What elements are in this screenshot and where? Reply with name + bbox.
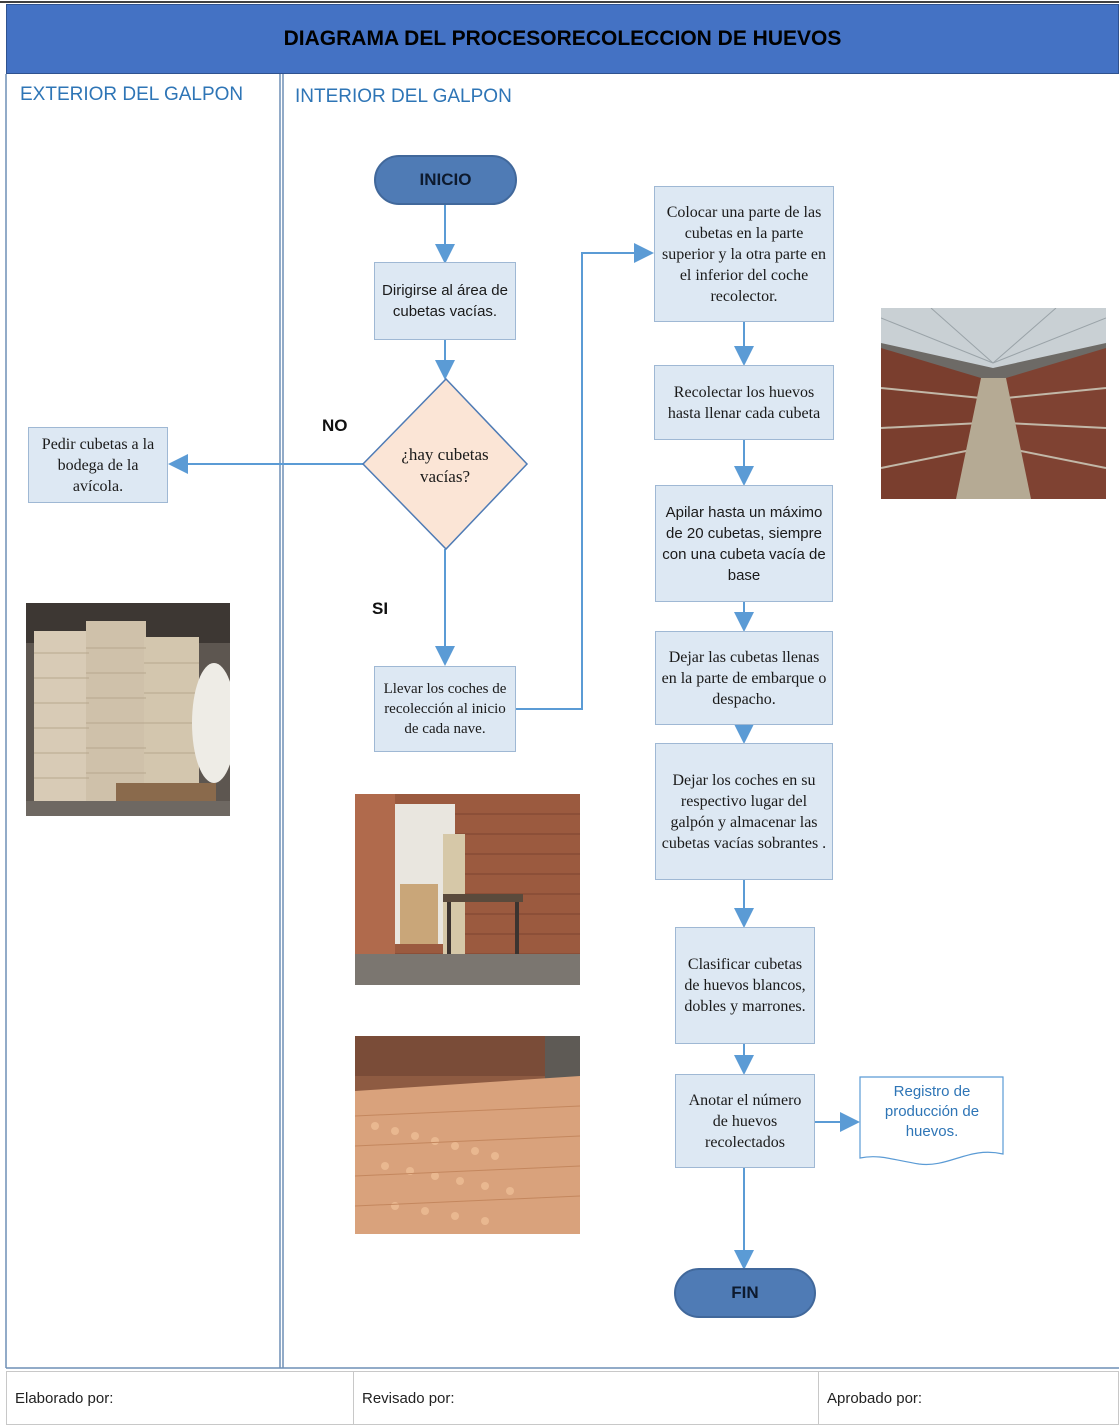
photo-chicken-shed: [881, 308, 1106, 499]
process-leave-full: Dejar las cubetas llenas en la parte de …: [655, 631, 833, 725]
photo-storage-room: [355, 794, 580, 985]
no-label: NO: [322, 416, 348, 435]
document-text: Registro de producción de huevos.: [884, 1083, 980, 1140]
process-classify: Clasificar cubetas de huevos blancos, do…: [675, 927, 815, 1044]
photo-egg-trays: [355, 1036, 580, 1234]
diagram-title: DIAGRAMA DEL PROCESORECOLECCION DE HUEVO…: [283, 27, 842, 50]
footer-revisado: Revisado por:: [353, 1371, 818, 1425]
process-place-trays: Colocar una parte de las cubetas en la p…: [654, 186, 834, 322]
lane-exterior-heading: EXTERIOR DEL GALPON: [20, 84, 244, 105]
process-bring-carts: Llevar los coches de recolección al inic…: [374, 666, 516, 752]
footer-elaborado: Elaborado por:: [6, 1371, 353, 1425]
process-ask-warehouse: Pedir cubetas a la bodega de la avícola.: [28, 427, 168, 503]
process-go-to-area: Dirigirse al área de cubetas vacías.: [374, 262, 516, 340]
process-stack-trays: Apilar hasta un máximo de 20 cubetas, si…: [655, 485, 833, 602]
process-record: Anotar el número de huevos recolectados: [675, 1074, 815, 1168]
decision-text: ¿hay cubetas vacías?: [401, 445, 489, 486]
document-shape: [859, 1076, 1004, 1166]
photo-stacked-trays: [26, 603, 230, 816]
start-terminal: INICIO: [374, 155, 517, 205]
lane-interior-heading: INTERIOR DEL GALPON: [295, 86, 512, 107]
footer-aprobado: Aprobado por:: [818, 1371, 1119, 1425]
process-collect-eggs: Recolectar los huevos hasta llenar cada …: [654, 365, 834, 440]
end-terminal: FIN: [674, 1268, 816, 1318]
decision-diamond: [361, 377, 529, 551]
si-label: SI: [372, 599, 389, 618]
process-store-carts: Dejar los coches en su respectivo lugar …: [655, 743, 833, 880]
diagram-title-bar: DIAGRAMA DEL PROCESORECOLECCION DE HUEVO…: [6, 4, 1119, 74]
